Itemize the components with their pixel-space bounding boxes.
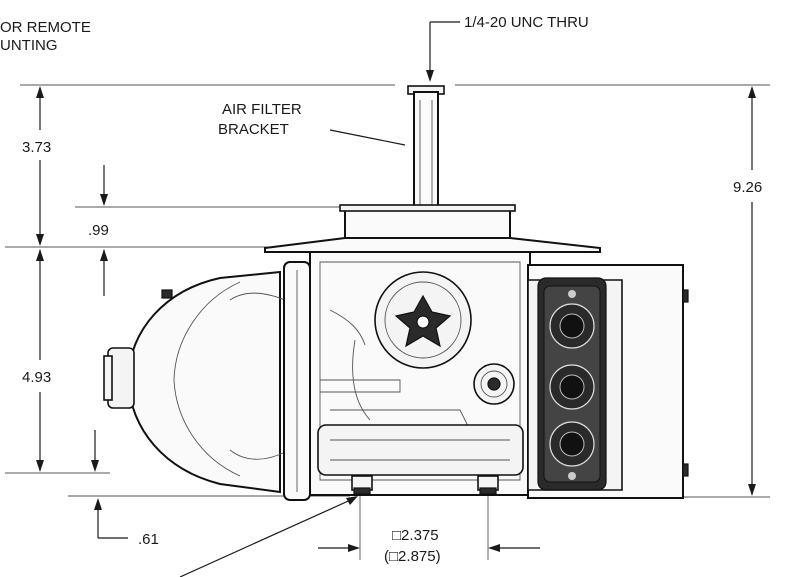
dim-foot-offset: .61 [138,531,159,548]
air-filter-label-line1: AIR FILTER [222,101,302,118]
dim-mount-square: □2.375 [392,527,439,544]
dim-lower-height: 4.93 [22,369,51,386]
remote-mount-label-line2: UNTING [0,37,58,54]
dim-upper-height: 3.73 [22,139,51,156]
air-filter-label-line2: BRACKET [218,121,289,138]
engine-part-drawing [103,85,689,501]
dim-mount-square-alt: (□2.875) [384,548,441,565]
dimension-lines [5,21,770,577]
dim-total-height: 9.26 [733,179,762,196]
remote-mount-label-line1: OR REMOTE [0,19,91,36]
thread-callout: 1/4-20 UNC THRU [464,14,589,31]
dim-flange-offset: .99 [88,222,109,239]
